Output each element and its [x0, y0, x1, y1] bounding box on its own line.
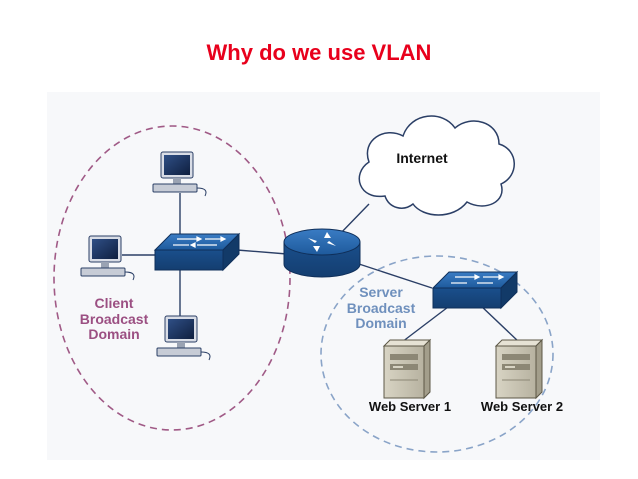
internet-cloud-icon: [358, 115, 515, 216]
web-server-1-label: Web Server 1: [368, 399, 452, 414]
web-server-1-icon: [382, 338, 432, 400]
link-switch-ws2: [478, 303, 520, 343]
client-switch-icon: [153, 232, 241, 272]
client-broadcast-domain: [53, 125, 291, 431]
server-broadcast-domain: [320, 255, 554, 453]
web-server-2-icon: [494, 338, 544, 400]
link-router-server-switch: [358, 263, 433, 289]
network-diagram-svg: [53, 115, 554, 453]
computer-icon: [152, 151, 207, 197]
web-server-2-label: Web Server 2: [480, 399, 564, 414]
server-broadcast-domain-label: Server Broadcast Domain: [346, 284, 416, 332]
computer-icon: [156, 315, 211, 361]
computer-icon: [80, 235, 135, 281]
router-icon: [283, 228, 361, 278]
slide-title: Why do we use VLAN: [206, 40, 432, 65]
network-diagram: Client Broadcast Domain Server Broadcast…: [47, 92, 600, 460]
link-switch-ws1: [401, 303, 453, 343]
link-switch-router: [236, 249, 288, 255]
client-broadcast-domain-label: Client Broadcast Domain: [79, 295, 149, 343]
internet-label: Internet: [396, 150, 448, 166]
server-switch-icon: [431, 270, 519, 310]
